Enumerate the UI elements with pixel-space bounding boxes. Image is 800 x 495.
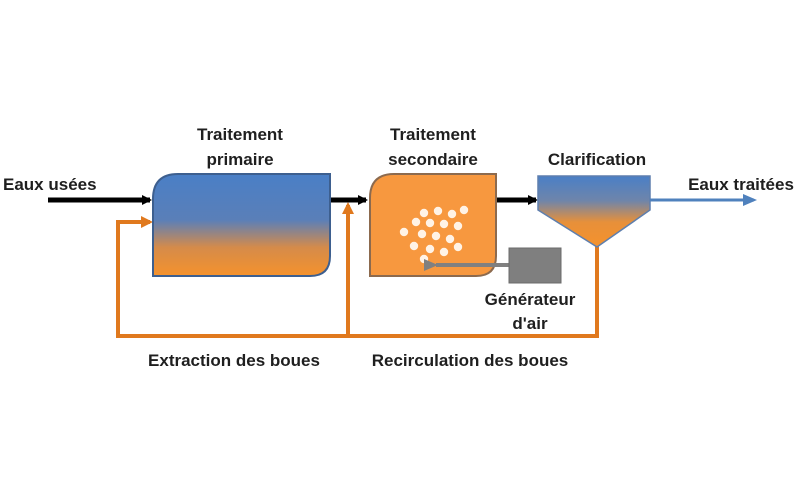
label-secondary-line1: Traitement: [390, 125, 476, 144]
label-air-line2: d'air: [512, 314, 548, 333]
label-primary-line2: primaire: [206, 150, 273, 169]
sludge-extraction-pipe: [116, 216, 599, 338]
label-air-line1: Générateur: [485, 290, 576, 309]
label-clarification: Clarification: [548, 150, 646, 169]
air-bubbles: [399, 205, 469, 264]
label-primary-line1: Traitement: [197, 125, 283, 144]
label-output: Eaux traitées: [688, 175, 794, 194]
clarifier-tank: [537, 175, 651, 248]
air-generator-box: [508, 247, 562, 284]
primary-treatment-tank: [152, 173, 331, 277]
label-input: Eaux usées: [3, 175, 97, 194]
label-sludge-extraction: Extraction des boues: [148, 351, 320, 370]
label-sludge-recirculation: Recirculation des boues: [372, 351, 569, 370]
label-secondary-line2: secondaire: [388, 150, 478, 169]
